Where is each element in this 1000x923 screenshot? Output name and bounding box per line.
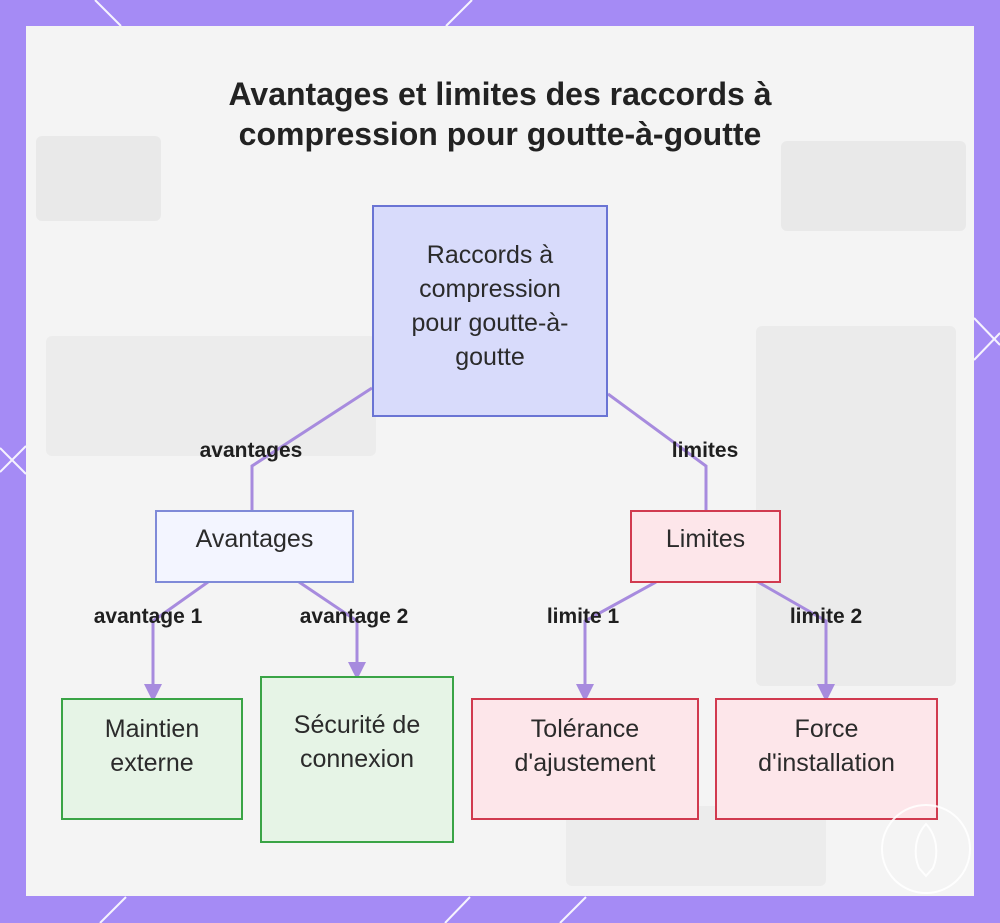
edge-limites-force <box>757 580 835 702</box>
edge-limites-tolerance <box>576 580 657 702</box>
node-securite-connexion-label: Sécurité de connexion <box>293 710 421 773</box>
title-line-1: Avantages et limites des raccords à <box>228 76 772 112</box>
edge-avantages-securite <box>298 580 366 680</box>
node-tolerance-ajustement: Tolérance d'ajustement <box>471 698 699 820</box>
node-avantages-label: Avantages <box>195 525 314 553</box>
node-maintien-externe-label: Maintien externe <box>104 715 200 777</box>
background-blur <box>756 326 956 686</box>
edge-label-avantages: avantages <box>199 439 303 462</box>
diagram-edges <box>144 386 835 702</box>
node-maintien-externe: Maintien externe <box>61 698 243 820</box>
leaf-icon <box>914 822 938 878</box>
edge-label-avantage-2: avantage 2 <box>299 605 409 628</box>
diagram-title: Avantages et limites des raccords à comp… <box>26 74 974 154</box>
edge-label-avantage-1: avantage 1 <box>93 605 203 628</box>
node-root-label: Raccords à compression pour goutte-à-gou… <box>411 241 569 371</box>
node-limites: Limites <box>630 510 781 583</box>
edge-root-limites <box>607 392 708 510</box>
node-tolerance-ajustement-label: Tolérance d'ajustement <box>514 715 656 777</box>
diagram-canvas: Avantages et limites des raccords à comp… <box>26 26 974 896</box>
node-force-installation: Force d'installation <box>715 698 938 820</box>
edge-avantages-maintien <box>144 580 209 702</box>
background-blur <box>36 136 161 221</box>
logo-watermark <box>881 804 971 894</box>
edge-label-limites: limites <box>671 439 739 462</box>
node-limites-label: Limites <box>665 525 746 553</box>
node-securite-connexion: Sécurité de connexion <box>260 676 454 843</box>
node-avantages: Avantages <box>155 510 354 583</box>
edge-label-limite-2: limite 2 <box>789 605 863 628</box>
edge-root-avantages <box>250 386 373 510</box>
node-force-installation-label: Force d'installation <box>758 715 895 777</box>
background-blur <box>781 141 966 231</box>
title-line-2: compression pour goutte-à-goutte <box>238 116 762 152</box>
node-root: Raccords à compression pour goutte-à-gou… <box>372 205 608 417</box>
background-blur <box>46 336 376 456</box>
edge-label-limite-1: limite 1 <box>546 605 620 628</box>
